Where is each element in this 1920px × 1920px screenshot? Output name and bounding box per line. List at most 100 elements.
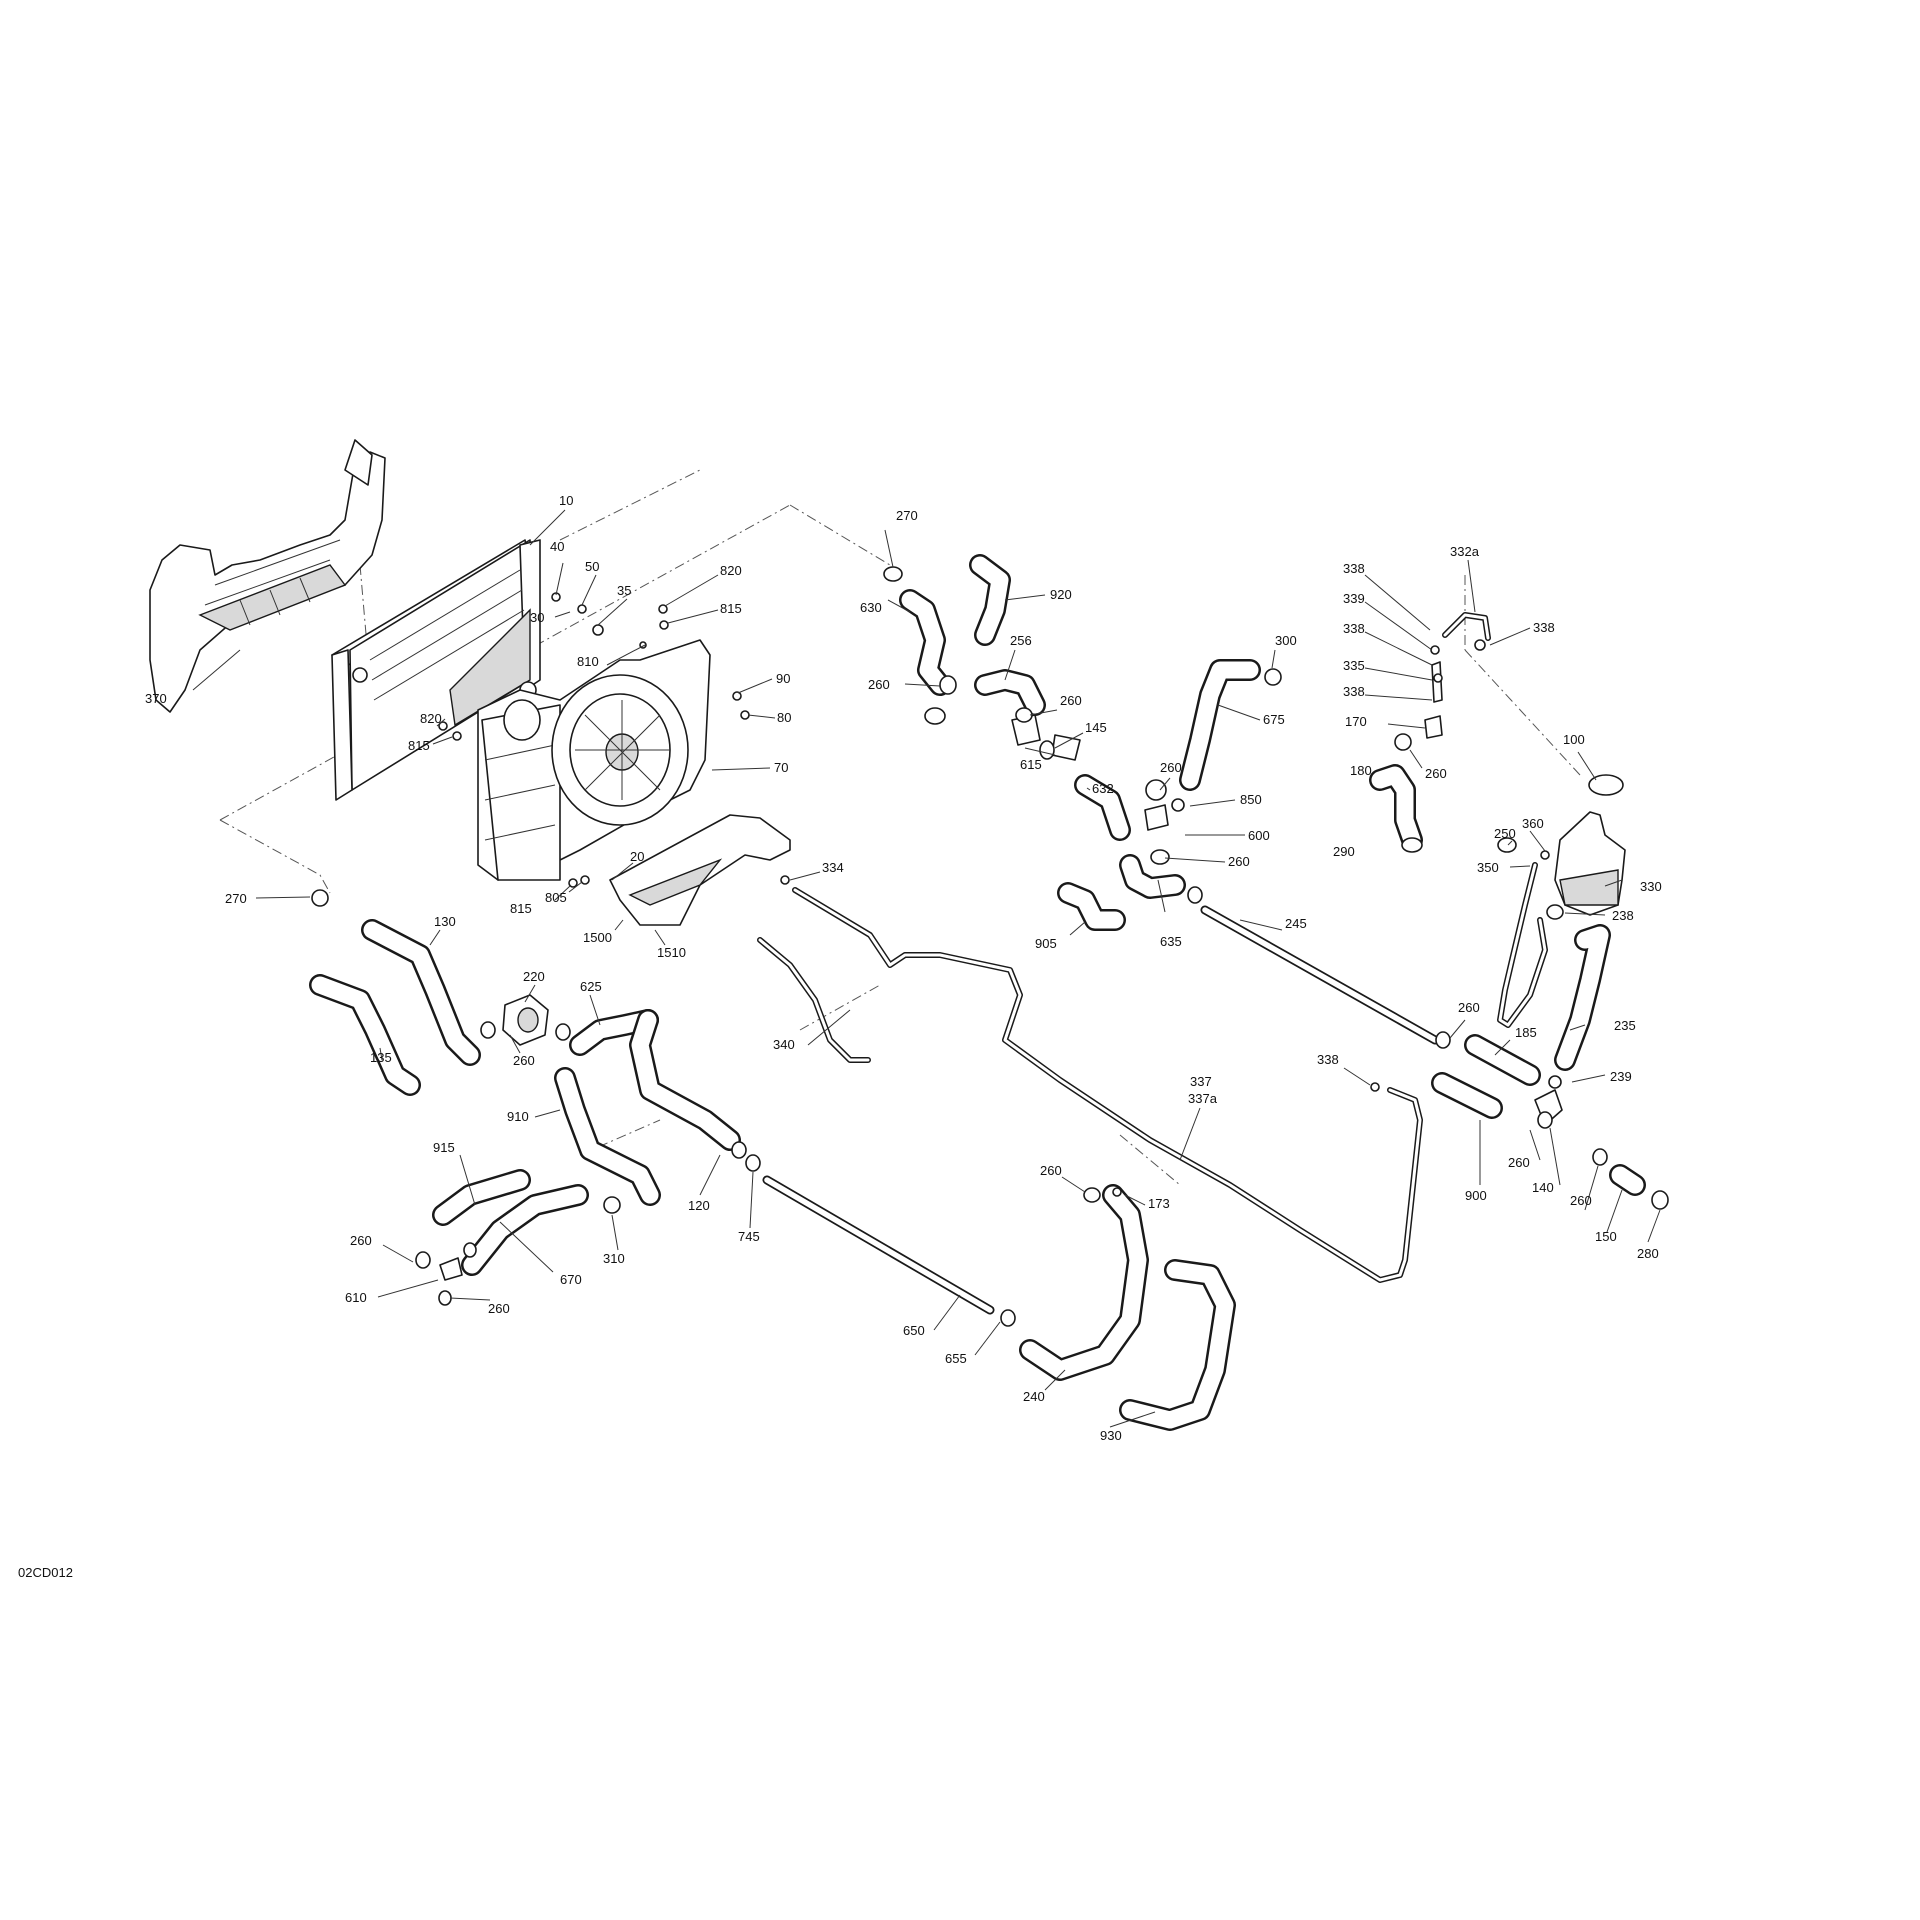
callout-1500: 1500	[583, 930, 612, 945]
callout-630: 630	[860, 600, 882, 615]
callout-260-center-low: 260	[1228, 854, 1250, 869]
callout-250: 250	[1494, 826, 1516, 841]
fan-bracket-1500-1510	[609, 814, 791, 926]
callout-815-bottom: 815	[510, 901, 532, 916]
callout-370: 370	[145, 691, 167, 706]
callout-260-right: 260	[1458, 1000, 1480, 1015]
callout-260-thermostat: 260	[513, 1053, 535, 1068]
fan-shroud-70	[477, 639, 711, 881]
callout-360: 360	[1522, 816, 1544, 831]
callout-150: 150	[1595, 1229, 1617, 1244]
callout-235: 235	[1614, 1018, 1636, 1033]
callout-260-left-bottom: 260	[488, 1301, 510, 1316]
callout-173: 173	[1148, 1196, 1170, 1211]
callout-1510: 1510	[657, 945, 686, 960]
callout-120: 120	[688, 1198, 710, 1213]
callout-650: 650	[903, 1323, 925, 1338]
callout-170: 170	[1345, 714, 1367, 729]
callout-256: 256	[1010, 633, 1032, 648]
callout-820-top: 820	[720, 563, 742, 578]
callout-260-upper-mid: 260	[1060, 693, 1082, 708]
callout-100: 100	[1563, 732, 1585, 747]
thin-lines	[757, 612, 1548, 1283]
callout-185: 185	[1515, 1025, 1537, 1040]
callout-260-lower-mid: 260	[1040, 1163, 1062, 1178]
callout-40: 40	[550, 539, 564, 554]
callout-260-center: 260	[1160, 760, 1182, 775]
callout-270-top: 270	[896, 508, 918, 523]
callout-300: 300	[1275, 633, 1297, 648]
callout-339: 339	[1343, 591, 1365, 606]
callout-635: 635	[1160, 934, 1182, 949]
callout-330: 330	[1640, 879, 1662, 894]
callout-35: 35	[617, 583, 631, 598]
callout-260-right-bottom: 260	[1570, 1193, 1592, 1208]
callout-610: 610	[345, 1290, 367, 1305]
callout-140: 140	[1532, 1180, 1554, 1195]
callout-leaders	[192, 509, 1661, 1428]
callout-810: 810	[577, 654, 599, 669]
callout-338-c: 338	[1343, 684, 1365, 699]
callout-350: 350	[1477, 860, 1499, 875]
callout-180: 180	[1350, 763, 1372, 778]
callout-270-left: 270	[225, 891, 247, 906]
callout-135: 135	[370, 1050, 392, 1065]
air-deflector-370	[149, 439, 386, 713]
callout-238: 238	[1612, 908, 1634, 923]
callout-850: 850	[1240, 792, 1262, 807]
callout-670: 670	[560, 1272, 582, 1287]
callout-675: 675	[1263, 712, 1285, 727]
callout-260-left: 260	[350, 1233, 372, 1248]
fittings-and-tank	[439, 639, 1626, 1281]
callout-260-right-low: 260	[1508, 1155, 1530, 1170]
callout-337a: 337a	[1188, 1091, 1218, 1106]
callout-10: 10	[559, 493, 573, 508]
callout-20: 20	[630, 849, 644, 864]
callout-655: 655	[945, 1351, 967, 1366]
callout-290: 290	[1333, 844, 1355, 859]
callout-labels: 10 40 50 35 30 820 815 810 90 80 70 820 …	[145, 493, 1662, 1443]
callout-820-left: 820	[420, 711, 442, 726]
callout-338-b: 338	[1343, 621, 1365, 636]
callout-338-a: 338	[1343, 561, 1365, 576]
callout-280: 280	[1637, 1246, 1659, 1261]
drawing-code: 02CD012	[18, 1565, 73, 1580]
callout-625: 625	[580, 979, 602, 994]
callout-332a: 332a	[1450, 544, 1480, 559]
callout-30: 30	[530, 610, 544, 625]
callout-240: 240	[1023, 1389, 1045, 1404]
fasteners	[311, 592, 790, 907]
callout-815-left: 815	[408, 738, 430, 753]
callout-910: 910	[507, 1109, 529, 1124]
callout-337: 337	[1190, 1074, 1212, 1089]
callout-340: 340	[773, 1037, 795, 1052]
callout-600: 600	[1248, 828, 1270, 843]
callout-815-top: 815	[720, 601, 742, 616]
callout-50: 50	[585, 559, 599, 574]
callout-930: 930	[1100, 1428, 1122, 1443]
callout-90: 90	[776, 671, 790, 686]
callout-905: 905	[1035, 936, 1057, 951]
callout-900: 900	[1465, 1188, 1487, 1203]
callout-70: 70	[774, 760, 788, 775]
callout-335: 335	[1343, 658, 1365, 673]
callout-310: 310	[603, 1251, 625, 1266]
radiator-10	[331, 539, 541, 801]
callout-920: 920	[1050, 587, 1072, 602]
callout-239: 239	[1610, 1069, 1632, 1084]
callout-915: 915	[433, 1140, 455, 1155]
callout-260-right-top: 260	[1425, 766, 1447, 781]
callout-245: 245	[1285, 916, 1307, 931]
callout-260-upper: 260	[868, 677, 890, 692]
callout-615: 615	[1020, 757, 1042, 772]
callout-145: 145	[1085, 720, 1107, 735]
callout-338-d: 338	[1533, 620, 1555, 635]
callout-745: 745	[738, 1229, 760, 1244]
callout-220: 220	[523, 969, 545, 984]
callout-80: 80	[777, 710, 791, 725]
callout-632: 632	[1092, 781, 1114, 796]
callout-130: 130	[434, 914, 456, 929]
callout-805: 805	[545, 890, 567, 905]
callout-334: 334	[822, 860, 844, 875]
